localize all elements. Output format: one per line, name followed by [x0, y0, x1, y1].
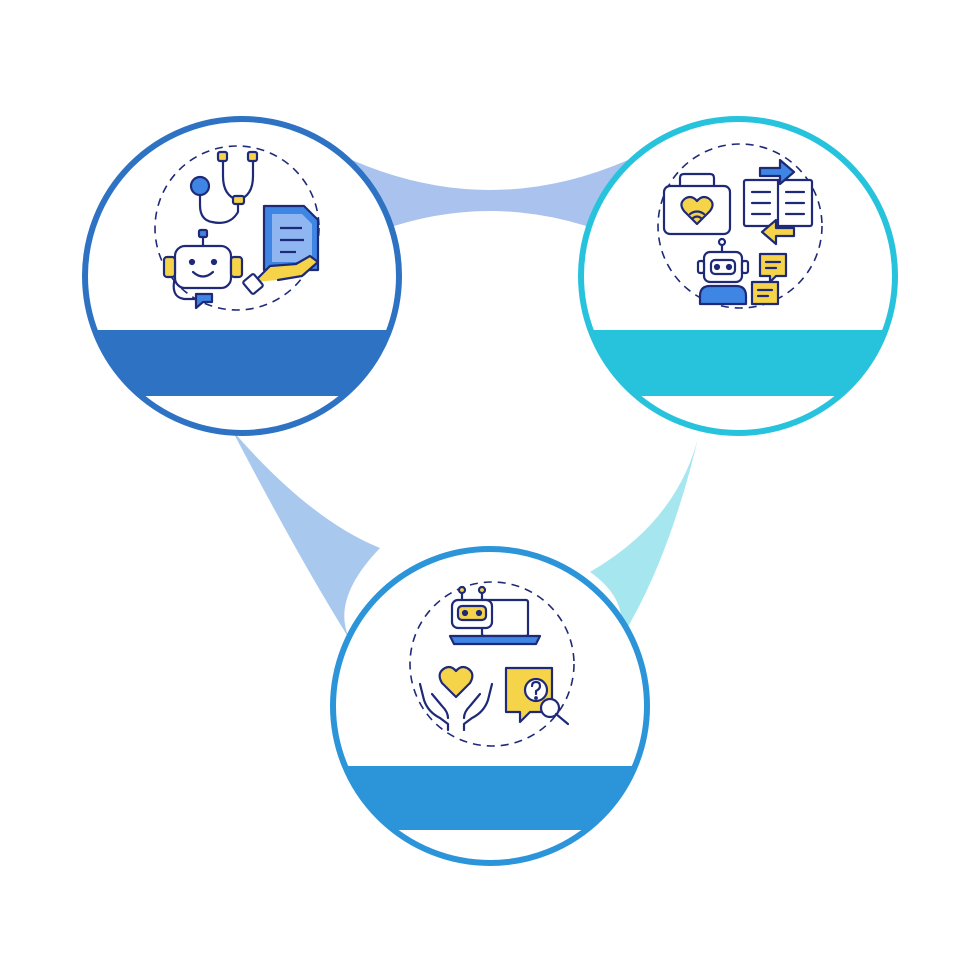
node-2-ring [578, 116, 898, 436]
robot-laptop-icon [448, 585, 542, 646]
translation-arrows-icon [742, 158, 814, 246]
node-3 [330, 546, 650, 866]
node-2 [578, 116, 898, 436]
node-2-dashed-ring [657, 143, 823, 309]
robot-icon [696, 237, 750, 306]
stethoscope-icon [189, 150, 259, 224]
node-1 [82, 116, 402, 436]
node-1-title-band [85, 330, 399, 396]
node-3-title-band [333, 766, 647, 830]
medical-case-icon [662, 172, 732, 236]
node-1-ring [82, 116, 402, 436]
connector-left [232, 430, 380, 640]
search-question-icon [504, 666, 570, 726]
node-3-dashed-ring [409, 581, 575, 747]
node-2-title-band [581, 330, 895, 396]
document-icon [262, 204, 320, 272]
hand-icon [242, 254, 320, 295]
connector-right [590, 430, 700, 640]
chat-bubbles-icon [750, 252, 788, 306]
connector-top [352, 160, 628, 242]
caring-hands-heart-icon [418, 665, 494, 732]
chatbot-icon [162, 228, 244, 310]
node-3-ring [330, 546, 650, 866]
